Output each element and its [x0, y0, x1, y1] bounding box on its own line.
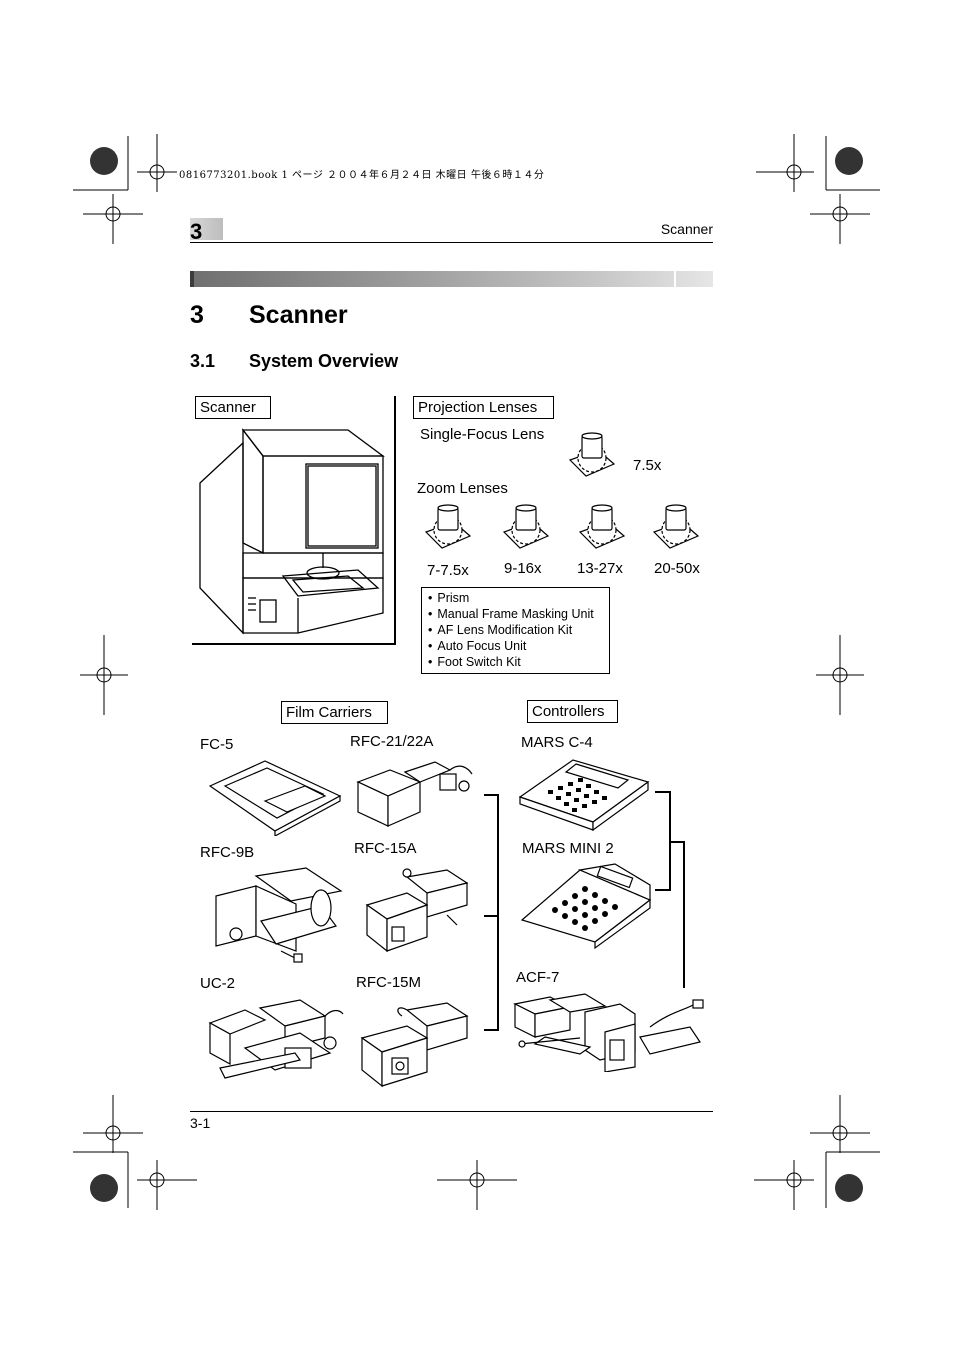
carrier-label-rfc-15m: RFC-15M — [356, 974, 422, 991]
rfc-15a-illustration — [365, 868, 469, 953]
option-item: Foot Switch Kit — [428, 654, 603, 670]
option-item: Prism — [428, 590, 603, 606]
option-item: AF Lens Modification Kit — [428, 622, 603, 638]
option-item: Manual Frame Masking Unit — [428, 606, 603, 622]
carrier-label-rfc-9b: RFC-9B — [200, 844, 255, 861]
option-item: Auto Focus Unit — [428, 638, 603, 654]
controller-label-mars-c-4: MARS C-4 — [521, 734, 593, 751]
section-title: System Overview — [249, 351, 399, 371]
zoom-mag-4: 20-50x — [654, 560, 700, 577]
zoom-mag-2: 9-16x — [504, 560, 542, 577]
fc-5-illustration — [208, 760, 342, 836]
zoom-mag-1: 7-7.5x — [427, 562, 469, 579]
header-rule — [190, 242, 713, 243]
carrier-label-uc-2: UC-2 — [200, 975, 236, 992]
carrier-label-rfc-15a: RFC-15A — [354, 840, 417, 857]
zoom-lens-illustration-2 — [502, 504, 550, 549]
single-focus-lens-illustration — [568, 432, 616, 477]
rfc-15m-illustration — [360, 1002, 469, 1088]
registration-dots — [90, 147, 863, 1202]
scanner-label: Scanner — [195, 396, 271, 419]
header-chapter-number: 3 — [190, 219, 203, 244]
acf-7-illustration — [513, 993, 704, 1072]
scanner-frame — [192, 396, 396, 645]
uc-2-illustration — [208, 999, 344, 1079]
zoom-mag-3: 13-27x — [577, 560, 623, 577]
print-metadata: 0816773201.book 1 ページ ２００４年６月２４日 木曜日 午後６… — [179, 170, 545, 181]
zoom-lens-illustration-4 — [652, 504, 700, 549]
rfc-21-22a-illustration — [356, 761, 473, 827]
chapter-number: 3 — [190, 301, 204, 329]
page-number: 3-1 — [190, 1115, 211, 1131]
chapter-badge — [190, 218, 223, 240]
controller-label-mars-mini-2: MARS MINI 2 — [522, 840, 614, 857]
section-number: 3.1 — [190, 351, 216, 371]
controllers-label: Controllers — [527, 700, 618, 723]
mars-mini-2-illustration — [520, 863, 652, 950]
mars-c-4-illustration — [518, 759, 650, 832]
zoom-lens-illustration-3 — [578, 504, 626, 549]
film-carriers-label: Film Carriers — [281, 701, 388, 724]
footer-rule — [190, 1111, 713, 1112]
zoom-lenses-label: Zoom Lenses — [417, 480, 508, 497]
chapter-title: Scanner — [249, 301, 348, 329]
rfc-9b-illustration — [215, 867, 343, 963]
carrier-label-fc-5: FC-5 — [200, 736, 234, 753]
connector-brackets — [484, 791, 685, 1031]
lens-options-list: Prism Manual Frame Masking Unit AF Lens … — [428, 590, 603, 670]
single-focus-magnification: 7.5x — [633, 457, 662, 474]
scanner-illustration — [199, 428, 385, 635]
zoom-lens-illustration-1 — [424, 504, 472, 549]
projection-lenses-label: Projection Lenses — [413, 396, 554, 419]
chapter-gradient-bar — [190, 271, 713, 287]
carrier-label-rfc-21-22a: RFC-21/22A — [350, 733, 434, 750]
lens-options-box: Prism Manual Frame Masking Unit AF Lens … — [421, 587, 610, 674]
single-focus-lens-label: Single-Focus Lens — [420, 426, 545, 443]
controller-label-acf-7: ACF-7 — [516, 969, 560, 986]
header-section-title: Scanner — [660, 221, 713, 237]
